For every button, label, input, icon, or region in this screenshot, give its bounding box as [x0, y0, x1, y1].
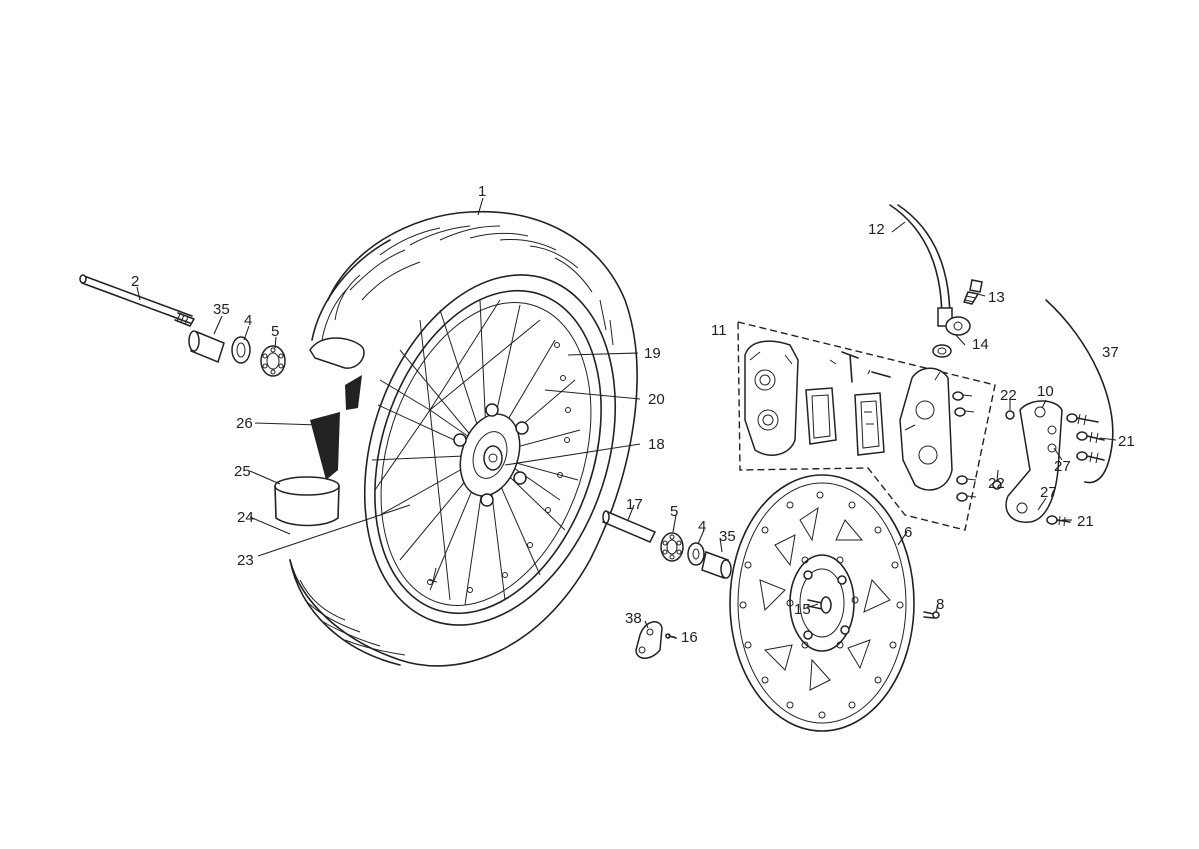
- callout-11: 11: [711, 322, 727, 339]
- brake-pad-left: [805, 387, 837, 445]
- callout-21-bottom: 21: [1077, 513, 1094, 530]
- callout-27-top: 27: [1054, 458, 1071, 475]
- callout-20: 20: [648, 391, 665, 408]
- callout-25: 25: [234, 463, 251, 480]
- caliper-bracket: [1005, 400, 1063, 523]
- callout-35-left: 35: [213, 301, 230, 318]
- brake-pad-right: [854, 392, 885, 456]
- callout-17: 17: [626, 496, 643, 513]
- caliper-left-half: [744, 340, 799, 456]
- bearing-right: [660, 532, 684, 562]
- callout-2: 2: [131, 273, 139, 290]
- bearing-left: [260, 345, 286, 377]
- callout-4-right: 4: [698, 518, 706, 535]
- caliper-kit-outline: [737, 321, 996, 531]
- caliper-right-half: [899, 367, 953, 491]
- callout-37: 37: [1102, 344, 1119, 361]
- callout-5-left: 5: [271, 323, 279, 340]
- callout-19: 19: [644, 345, 661, 362]
- callout-16: 16: [681, 629, 698, 646]
- inner-tube-25: [274, 476, 340, 527]
- seal-right: [687, 542, 705, 566]
- callout-38: 38: [625, 610, 642, 627]
- callout-14: 14: [972, 336, 989, 353]
- callout-8: 8: [936, 596, 944, 613]
- callout-24: 24: [237, 509, 254, 526]
- screw-8: [923, 611, 940, 619]
- callout-21-top: 21: [1118, 433, 1135, 450]
- pad-spring: [829, 351, 859, 383]
- pad-pin: [867, 369, 891, 378]
- bracket-bolts: [992, 410, 1105, 527]
- rim-tape: [309, 337, 365, 410]
- callout-27-bottom: 27: [1040, 484, 1057, 501]
- callout-35-right: 35: [719, 528, 736, 545]
- spacer-17: [601, 510, 657, 543]
- brake-hose: [889, 204, 971, 358]
- spacer-right: [701, 551, 732, 579]
- callout-22-top: 22: [1000, 387, 1017, 404]
- callout-13: 13: [988, 289, 1005, 306]
- bleed-screw: [963, 279, 983, 305]
- disc-bolt: [807, 596, 832, 614]
- callout-26: 26: [236, 415, 253, 432]
- callout-10: 10: [1037, 383, 1054, 400]
- caliper-bolts: [952, 391, 977, 502]
- callout-labels: 1 2 35 4 5 26 25 24 23 19 20 18 17 5 4 3…: [131, 183, 1135, 646]
- inner-tube-26: [310, 412, 340, 480]
- callout-12: 12: [868, 221, 885, 238]
- callout-6: 6: [904, 524, 912, 541]
- front-axle: [79, 274, 195, 327]
- seal-left: [231, 336, 251, 364]
- callout-1: 1: [478, 183, 486, 200]
- callout-15: 15: [794, 601, 811, 618]
- callout-22-bottom: 22: [988, 475, 1005, 492]
- callout-5-right: 5: [670, 503, 678, 520]
- brake-disc: [729, 474, 915, 732]
- spacer-left: [188, 330, 225, 364]
- plate-38: [635, 621, 663, 659]
- callout-23: 23: [237, 552, 254, 569]
- front-wheel: [289, 210, 638, 667]
- speedometer-cable: [1045, 299, 1114, 484]
- callout-18: 18: [648, 436, 665, 453]
- leader-lines: [136, 197, 1117, 638]
- callout-4-left: 4: [244, 312, 252, 329]
